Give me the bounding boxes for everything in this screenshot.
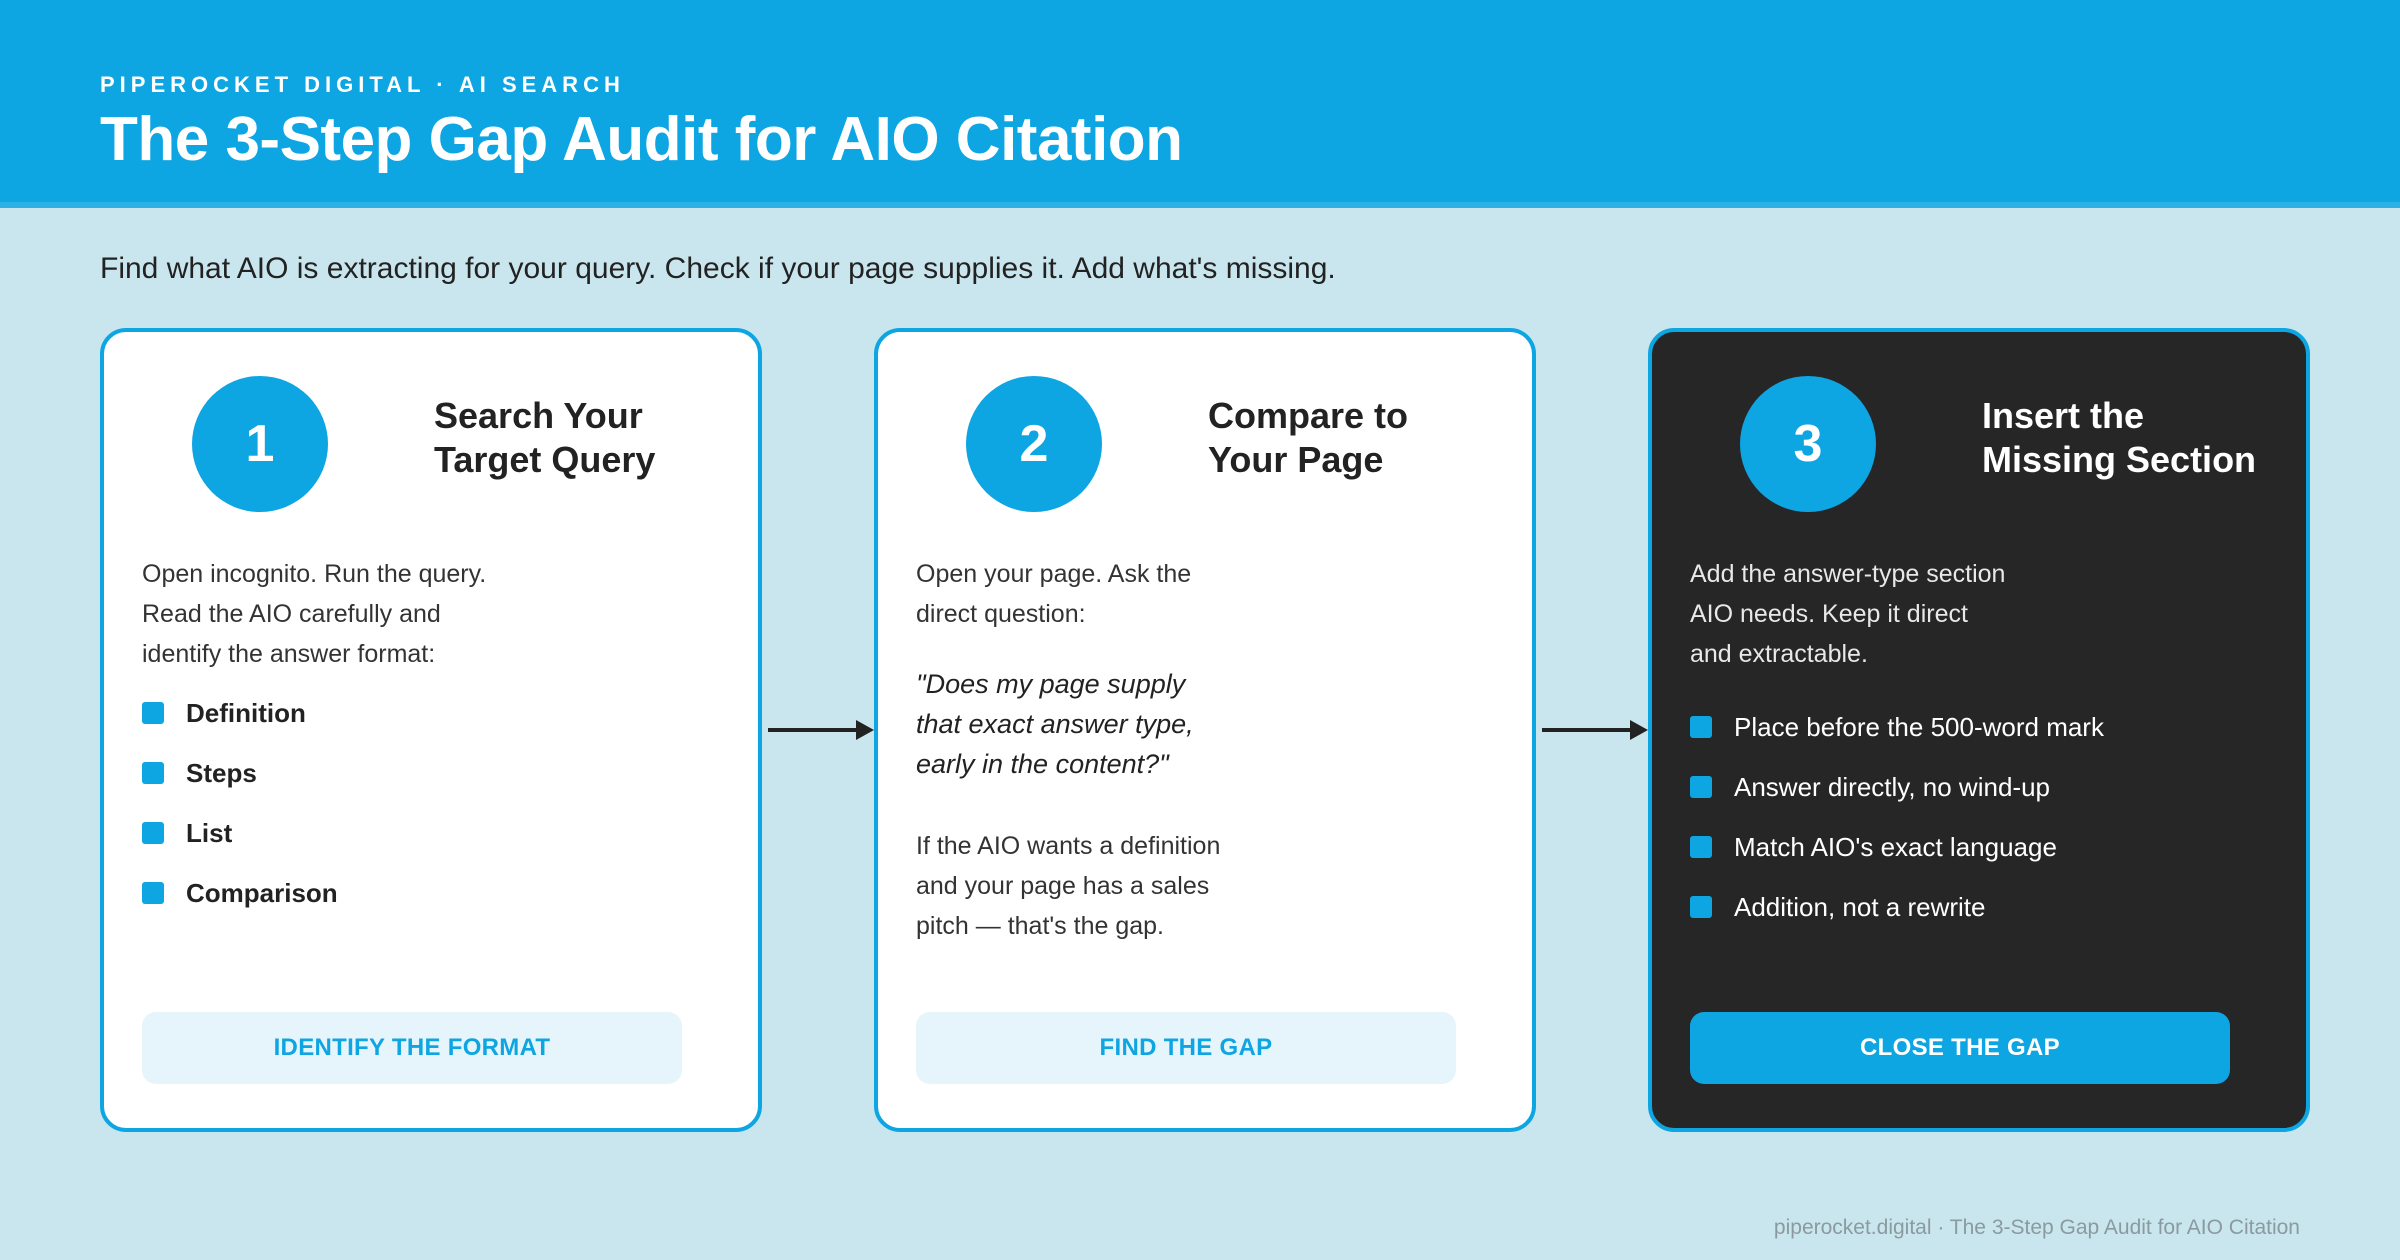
checkbox-square-icon [1690,836,1712,858]
description-line: AIO needs. Keep it direct [1690,600,1968,628]
step-number-badge: 2 [966,376,1102,512]
header-banner: PIPEROCKET DIGITAL · AI SEARCH The 3-Ste… [0,0,2400,208]
quote-line: "Does my page supply [916,669,1186,699]
list-item: Addition, not a rewrite [1690,887,2104,927]
list-item: List [142,813,338,853]
description-line: identify the answer format: [142,640,436,668]
list-item-label: Match AIO's exact language [1734,831,2057,862]
checkbox-square-icon [142,762,164,784]
insert-guidelines-list: Place before the 500-word mark Answer di… [1690,707,2104,947]
description-line: and extractable. [1690,640,1868,668]
description-line: Open your page. Ask the [916,560,1192,588]
identify-format-button[interactable]: IDENTIFY THE FORMAT [142,1012,682,1084]
step-title-line: Compare to [1208,395,1409,436]
note-line: and your page has a sales [916,872,1210,900]
brand-eyebrow: PIPEROCKET DIGITAL · AI SEARCH [100,72,625,97]
page-title: The 3-Step Gap Audit for AIO Citation [100,105,1183,174]
step-title-line: Search Your [434,395,643,436]
list-item: Answer directly, no wind-up [1690,767,2104,807]
list-item-label: Comparison [186,877,338,908]
list-item: Comparison [142,873,338,913]
description-line: Read the AIO carefully and [142,600,441,628]
find-gap-button[interactable]: FIND THE GAP [916,1012,1456,1084]
note-line: pitch — that's the gap. [916,912,1164,940]
step-title: Search Your Target Query [434,394,754,482]
note-line: If the AIO wants a definition [916,832,1221,860]
step-title: Compare to Your Page [1208,394,1528,482]
list-item: Definition [142,693,338,733]
arrow-right-icon [1542,720,1648,740]
step-title-line: Insert the [1982,395,2145,436]
step-description: Open your page. Ask the direct question: [916,554,1191,634]
checkbox-square-icon [142,882,164,904]
step-description: Add the answer-type section AIO needs. K… [1690,554,2005,674]
direct-question-quote: "Does my page supply that exact answer t… [916,664,1194,784]
description-line: direct question: [916,600,1086,628]
list-item-label: Definition [186,697,306,728]
step-card-1: 1 Search Your Target Query Open incognit… [100,328,762,1132]
arrow-right-icon [768,720,874,740]
list-item-label: Steps [186,757,257,788]
list-item: Steps [142,753,338,793]
checkbox-square-icon [142,702,164,724]
step-number-badge: 3 [1740,376,1876,512]
page-subtitle: Find what AIO is extracting for your que… [100,252,1336,285]
list-item: Match AIO's exact language [1690,827,2104,867]
step-description: Open incognito. Run the query. Read the … [142,554,486,674]
step-title-line: Target Query [434,439,656,480]
list-item-label: Addition, not a rewrite [1734,891,1986,922]
quote-line: that exact answer type, [916,709,1194,739]
list-item-label: List [186,817,233,848]
step-card-2: 2 Compare to Your Page Open your page. A… [874,328,1536,1132]
checkbox-square-icon [1690,776,1712,798]
close-gap-button[interactable]: CLOSE THE GAP [1690,1012,2230,1084]
answer-format-list: Definition Steps List Comparison [142,693,338,933]
description-line: Add the answer-type section [1690,560,2006,588]
gap-note: If the AIO wants a definition and your p… [916,826,1220,946]
step-title: Insert the Missing Section [1982,394,2302,482]
list-item-label: Place before the 500-word mark [1734,711,2104,742]
step-title-line: Your Page [1208,439,1384,480]
footer-credit: piperocket.digital · The 3-Step Gap Audi… [1773,1216,2300,1239]
list-item: Place before the 500-word mark [1690,707,2104,747]
checkbox-square-icon [142,822,164,844]
quote-line: early in the content?" [916,749,1169,779]
step-number-badge: 1 [192,376,328,512]
description-line: Open incognito. Run the query. [142,560,487,588]
checkbox-square-icon [1690,896,1712,918]
checkbox-square-icon [1690,716,1712,738]
list-item-label: Answer directly, no wind-up [1734,771,2050,802]
step-card-3: 3 Insert the Missing Section Add the ans… [1648,328,2310,1132]
step-title-line: Missing Section [1982,439,2257,480]
